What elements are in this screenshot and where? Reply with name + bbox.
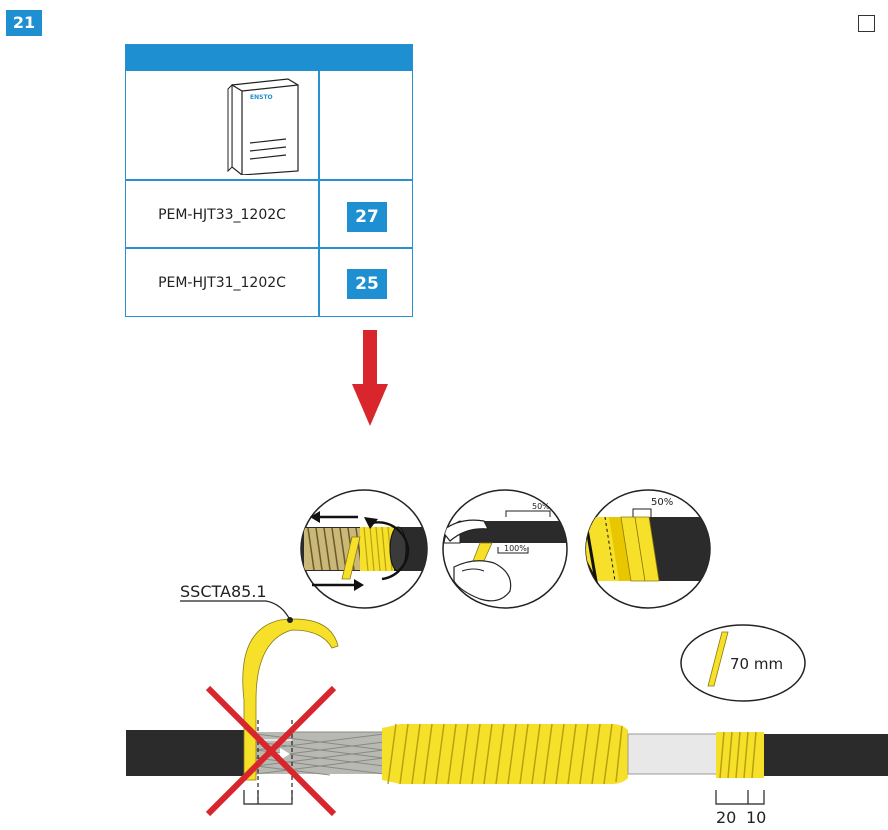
tape-length-bubble bbox=[680, 624, 806, 702]
tape-loop bbox=[242, 618, 339, 781]
leader-dot bbox=[287, 617, 293, 623]
reference-code: PEM-HJT31_1202C bbox=[158, 275, 286, 291]
half-overlap-closeup: 50% bbox=[585, 489, 711, 609]
overlap-100-label: 100% bbox=[504, 544, 527, 553]
dimension-label-20: 20 bbox=[716, 808, 737, 827]
step-done-checkbox[interactable] bbox=[858, 15, 875, 32]
insulation-section bbox=[627, 733, 719, 775]
page-reference-badge[interactable]: 25 bbox=[347, 269, 387, 299]
overlap-50-label: 50% bbox=[532, 502, 550, 511]
cable-jacket-right bbox=[764, 734, 888, 776]
reference-code: PEM-HJT33_1202C bbox=[158, 207, 286, 223]
cable-assembly-diagram bbox=[126, 600, 888, 817]
manual-brand-text: ENSTO bbox=[250, 94, 273, 101]
dimension-bracket bbox=[715, 790, 765, 805]
manual-booklet-icon: ENSTO bbox=[227, 78, 299, 175]
page-reference-badge[interactable]: 27 bbox=[347, 202, 387, 232]
cable-jacket-left bbox=[126, 730, 256, 776]
step-number-badge: 21 bbox=[6, 10, 42, 36]
table-divider bbox=[126, 247, 412, 249]
wrap-direction-detail bbox=[300, 489, 428, 609]
closeup-50-label: 50% bbox=[651, 497, 673, 508]
overlap-detail: 50% 100% bbox=[442, 489, 568, 609]
table-divider bbox=[318, 71, 320, 317]
reference-table-header bbox=[126, 45, 412, 71]
dimension-label-10: 10 bbox=[746, 808, 767, 827]
down-arrow-icon bbox=[352, 330, 388, 426]
reference-table: ENSTO PEM-HJT33_1202C 27 PEM-HJT31_1202C… bbox=[125, 44, 413, 317]
prohibited-cross-icon bbox=[205, 685, 337, 817]
tape-length-label: 70 mm bbox=[730, 655, 784, 673]
table-divider bbox=[126, 179, 412, 181]
tape-product-label: SSCTA85.1 bbox=[180, 582, 267, 601]
leader-line bbox=[180, 600, 291, 621]
taped-section bbox=[382, 724, 628, 784]
